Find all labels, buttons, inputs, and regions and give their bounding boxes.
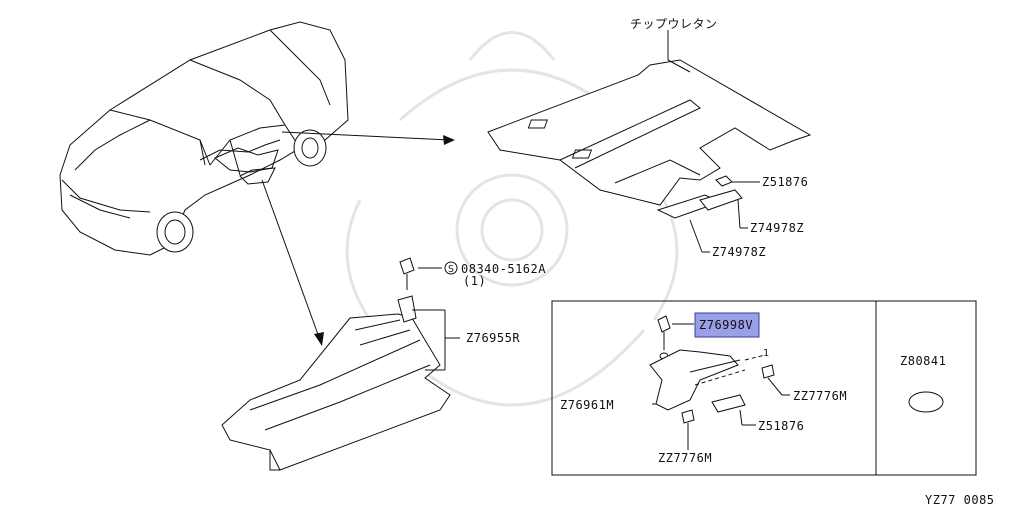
highlight-z76998v[interactable] xyxy=(694,312,760,338)
label-s-symbol: S xyxy=(448,264,455,275)
detail-box xyxy=(551,300,977,476)
s-symbol-circle xyxy=(444,261,458,275)
label-z76955r: Z76955R xyxy=(466,331,520,345)
label-z51876-top: Z51876 xyxy=(762,175,808,189)
label-bolt-qty: (1) xyxy=(463,274,486,288)
chip-urethane-sheet xyxy=(487,30,812,253)
footer-code: YZ77 0085 xyxy=(925,493,995,507)
scuff-plate xyxy=(221,257,460,471)
detail-bracket xyxy=(649,315,790,450)
grommet-z80841 xyxy=(908,391,944,413)
label-z80841: Z80841 xyxy=(900,354,946,368)
leader-arrows xyxy=(261,131,455,346)
label-z51876-bottom: Z51876 xyxy=(758,419,804,433)
vehicle-illustration xyxy=(59,21,349,256)
label-z74978z-a: Z74978Z xyxy=(750,221,804,235)
label-z76998v[interactable]: Z76998V xyxy=(699,318,753,332)
label-z76961m: Z76961M xyxy=(560,398,614,412)
label-zz7776m-bottom: ZZ7776M xyxy=(658,451,712,465)
label-z74978z-b: Z74978Z xyxy=(712,245,766,259)
label-zz7776m-right: ZZ7776M xyxy=(793,389,847,403)
label-bolt-part: 08340-5162A xyxy=(461,262,546,276)
label-chip-urethane: チップウレタン xyxy=(630,17,718,31)
label-detail-mark: 1 xyxy=(763,348,770,359)
